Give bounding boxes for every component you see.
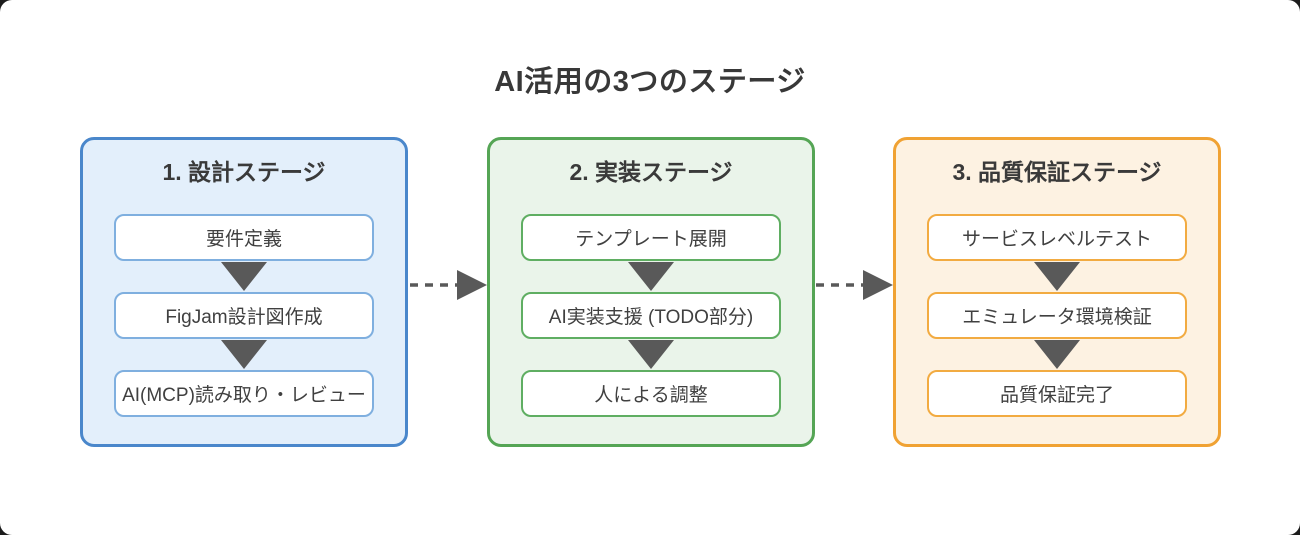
stage-title: 1. 設計ステージ: [162, 159, 326, 185]
arrow-down-icon: [221, 262, 267, 291]
arrow-down-icon: [628, 340, 674, 369]
stage-title: 2. 実装ステージ: [569, 159, 733, 185]
arrow-down-icon: [1034, 340, 1080, 369]
stage-step: サービスレベルテスト: [927, 214, 1187, 261]
stage-step: 人による調整: [521, 370, 781, 417]
arrow-down-icon: [628, 262, 674, 291]
stage-step: AI(MCP)読み取り・レビュー: [114, 370, 374, 417]
stage-step: テンプレート展開: [521, 214, 781, 261]
stage-step: AI実装支援 (TODO部分): [521, 292, 781, 339]
stage-step: FigJam設計図作成: [114, 292, 374, 339]
stage-card-design: 1. 設計ステージ 要件定義 FigJam設計図作成 AI(MCP)読み取り・レ…: [80, 137, 408, 447]
stage-card-quality-assurance: 3. 品質保証ステージ サービスレベルテスト エミュレータ環境検証 品質保証完了: [893, 137, 1221, 447]
arrow-down-icon: [1034, 262, 1080, 291]
arrow-down-icon: [221, 340, 267, 369]
stage-step: エミュレータ環境検証: [927, 292, 1187, 339]
arrow-right-dashed-icon: [816, 270, 893, 300]
stage-card-implementation: 2. 実装ステージ テンプレート展開 AI実装支援 (TODO部分) 人による調…: [487, 137, 815, 447]
arrow-right-dashed-icon: [410, 270, 487, 300]
stage-step: 要件定義: [114, 214, 374, 261]
stage-step: 品質保証完了: [927, 370, 1187, 417]
stage-title: 3. 品質保証ステージ: [952, 159, 1162, 185]
diagram-title: AI活用の3つのステージ: [494, 66, 806, 98]
